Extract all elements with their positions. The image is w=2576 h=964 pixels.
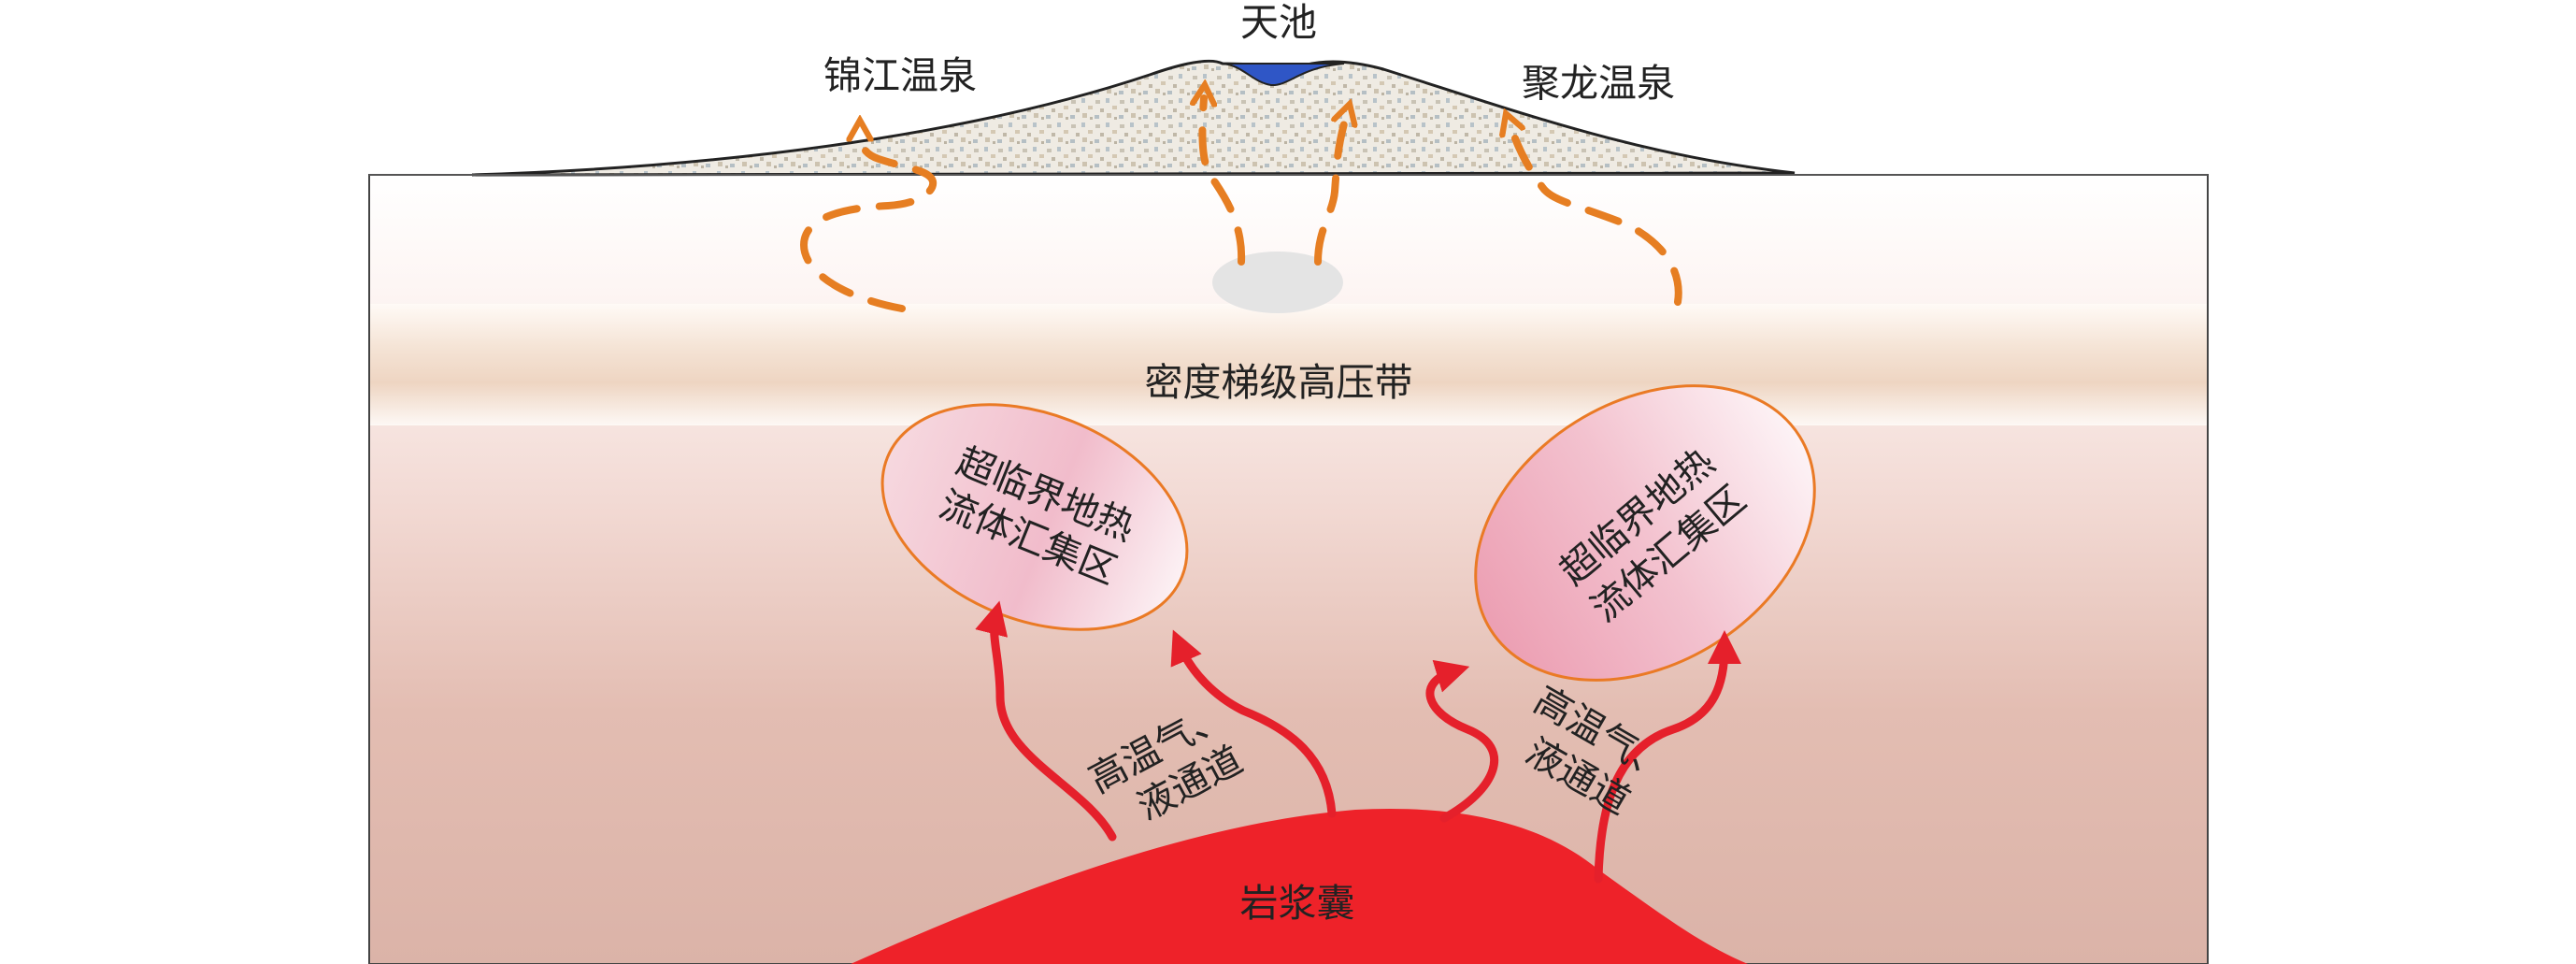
label-julong-spring: 聚龙温泉 <box>1522 61 1675 106</box>
crater-lake <box>1222 63 1345 87</box>
heat-flow-arrows <box>975 600 1741 884</box>
label-density-zone: 密度梯级高压带 <box>1145 360 1413 405</box>
hydrothermal-arrows <box>799 98 1682 312</box>
label-jinjiang-spring: 锦江温泉 <box>823 53 977 98</box>
label-magma-chamber: 岩浆囊 <box>1240 881 1355 926</box>
heat-arrow-right-1 <box>1425 659 1499 823</box>
hydro-arrow-left <box>799 134 937 312</box>
density-gradient-band <box>370 304 2207 425</box>
heat-arrow-left-1 <box>975 600 1117 842</box>
hydro-arrow-right <box>1510 126 1682 306</box>
shallow-lens <box>1212 252 1343 313</box>
magma-chamber <box>851 808 1748 964</box>
heat-arrow-left-2 <box>1170 629 1337 818</box>
label-tianchi: 天池 <box>1240 0 1317 45</box>
heat-arrow-right-2 <box>1594 630 1741 884</box>
hydro-arrow-center-left <box>1202 98 1246 266</box>
hydro-arrow-center-right <box>1314 117 1346 266</box>
volcano-cover <box>471 59 1796 177</box>
